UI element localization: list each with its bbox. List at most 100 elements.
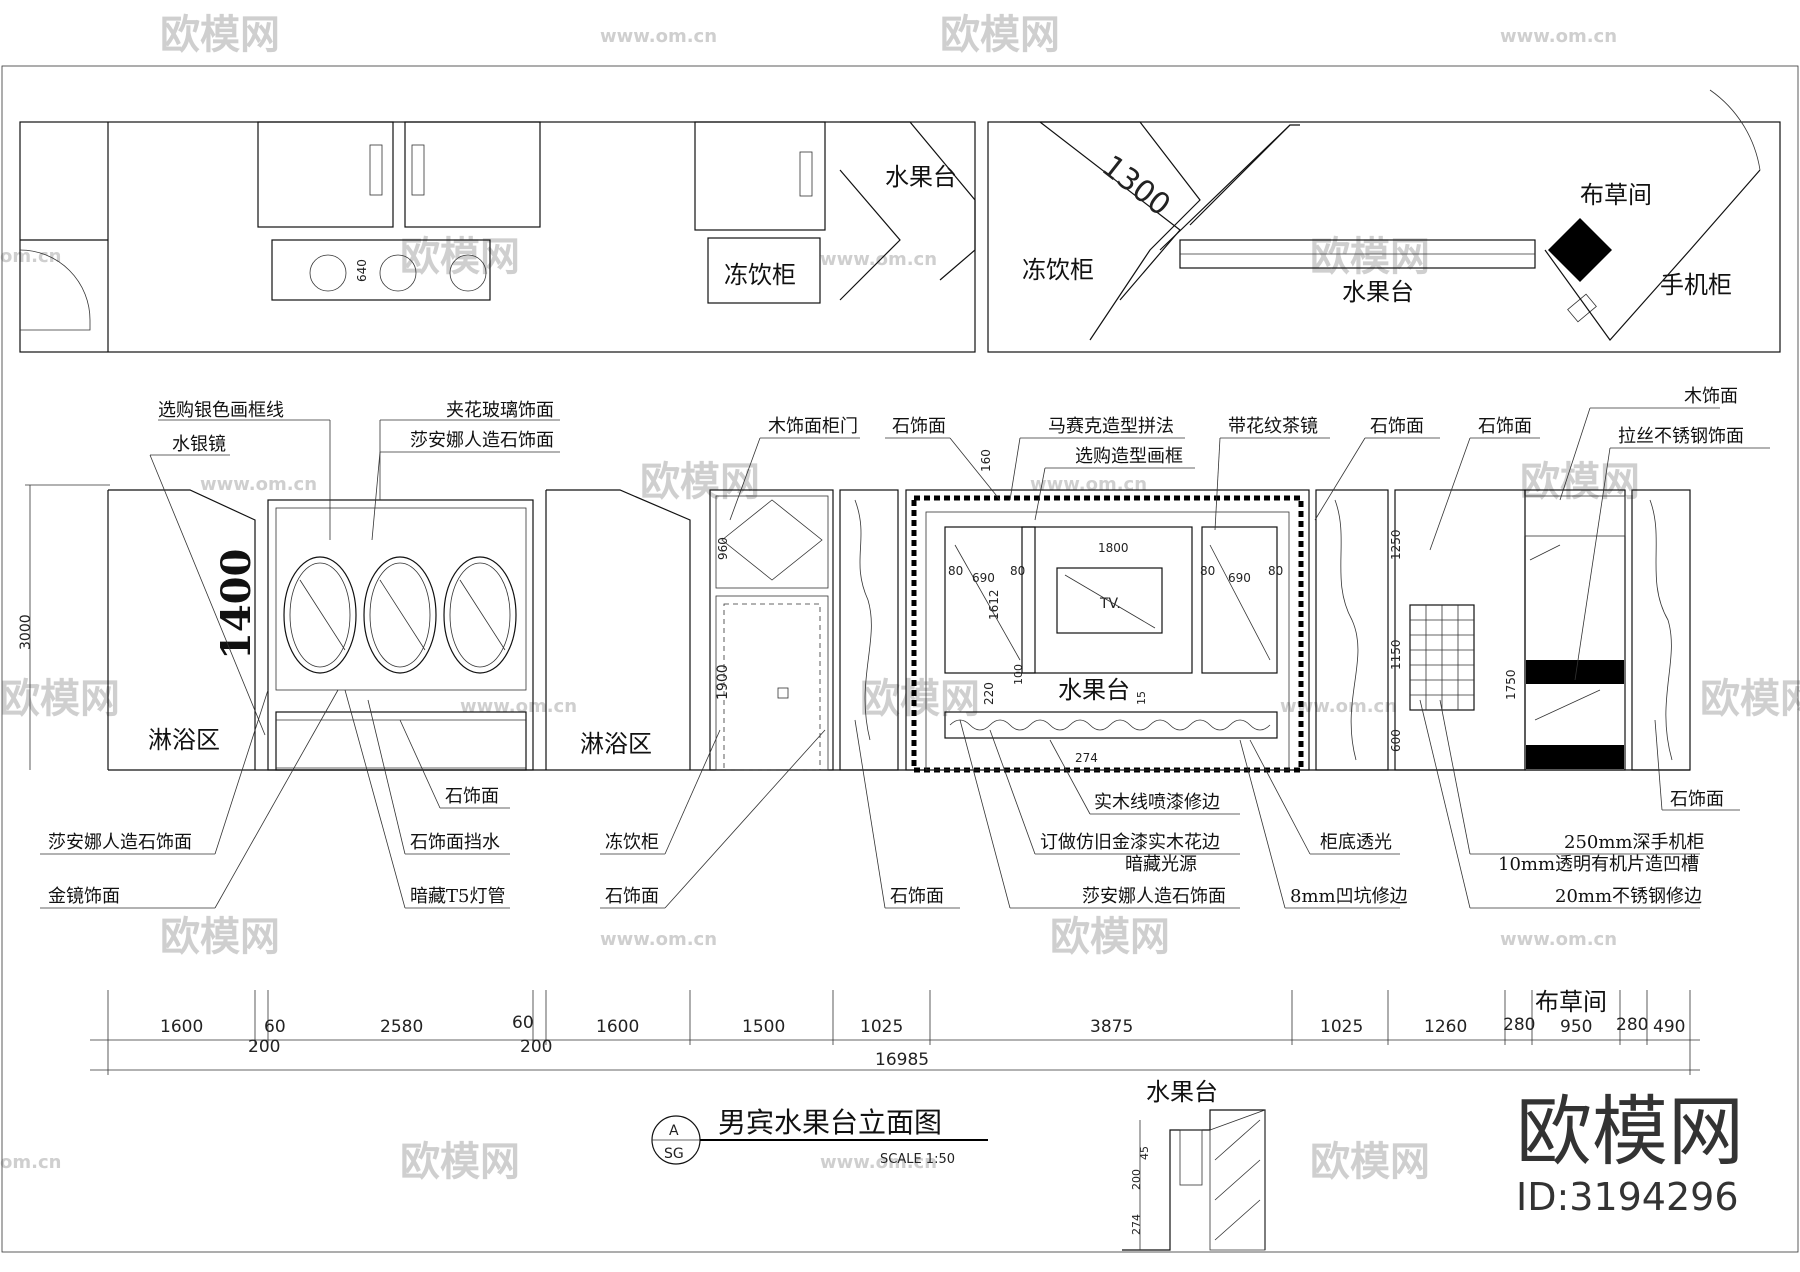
- watermark-site: www.om.cn: [1280, 696, 1397, 717]
- elev-dim-80c: 80: [1200, 564, 1215, 578]
- linen-room-door: [1524, 489, 1626, 771]
- watermark-site: www.om.cn: [1030, 474, 1147, 495]
- callouts-top: 选购银色画框线 夹花玻璃饰面 水银镜 莎安娜人造石饰面 木饰面柜门 石饰面 马赛…: [149, 386, 1770, 736]
- watermark-site: www.om.cn: [820, 249, 937, 270]
- elev-dim-1400: 1400: [213, 549, 260, 660]
- callout-wood-trim-paint: 实木线喷漆修边: [1094, 792, 1220, 813]
- plan-view-right: 1300 冻饮柜 水果台 布草间 手机柜: [987, 89, 1781, 353]
- watermark-site: www.om.cn: [1500, 26, 1617, 47]
- dim-seg-60b: 60: [512, 1013, 534, 1033]
- brand-logo: 欧模网: [1516, 1087, 1744, 1176]
- callout-saanna-b1: 莎安娜人造石饰面: [48, 832, 192, 853]
- dim-seg-60a: 60: [264, 1017, 286, 1037]
- phone-cabinet-wall: [1394, 489, 1526, 771]
- watermark-site: www.om.cn: [1500, 929, 1617, 950]
- sheet-border: [1, 65, 1799, 1253]
- watermark-brand: 欧模网: [160, 914, 280, 960]
- callout-wood-cabinet-door: 木饰面柜门: [768, 416, 858, 437]
- dim-seg-950: 950: [1560, 1017, 1592, 1037]
- plan-label-fruit-table-2: 水果台: [1342, 278, 1414, 306]
- elev-shower-zone-left: 淋浴区: [148, 726, 220, 754]
- watermark-brand: 欧模网: [160, 12, 280, 58]
- callout-silver-frame-line: 选购银色画框线: [158, 400, 284, 421]
- dimension-chain: 1600 60 2580 60 1600 1500 1025 3875 1025…: [90, 988, 1700, 1075]
- callout-mercury-mirror: 水银镜: [172, 434, 226, 455]
- watermark-layer: 欧模网 欧模网 www.om.cn www.om.cn 欧模网 欧模网 om.c…: [0, 12, 1800, 1185]
- dim-seg-280b: 280: [1616, 1015, 1648, 1035]
- plan-dim-1300: 1300: [1095, 149, 1177, 224]
- callout-phone-cabinet-depth: 250mm深手机柜: [1564, 832, 1705, 853]
- elev-dim-960: 960: [716, 537, 730, 560]
- watermark-brand: 欧模网: [860, 676, 980, 722]
- elev-dim-80a: 80: [948, 564, 963, 578]
- callout-tea-mirror: 带花纹茶镜: [1228, 416, 1318, 437]
- elev-fruit-table-label: 水果台: [1058, 676, 1130, 704]
- callout-gold-mirror: 金镜饰面: [48, 886, 120, 907]
- callout-laminated-glass: 夹花玻璃饰面: [446, 400, 554, 421]
- plan-view-left: 640 水果台 冻饮柜: [19, 121, 976, 353]
- watermark-brand: 欧模网: [1310, 234, 1430, 280]
- elev-tv-label: TV.: [1099, 596, 1121, 612]
- callouts-bottom: 石饰面 莎安娜人造石饰面 石饰面挡水 冻饮柜 金镜饰面 暗藏T5灯管 石饰面 石…: [40, 689, 1740, 909]
- dim-seg-1260: 1260: [1424, 1017, 1467, 1037]
- dim-seg-2580: 2580: [380, 1017, 423, 1037]
- section-detail: 水果台 45 200 274: [1122, 1078, 1266, 1251]
- watermark-brand: 欧模网: [1050, 914, 1170, 960]
- watermark-site: www.om.cn: [460, 696, 577, 717]
- elev-shower-zone-right: 淋浴区: [580, 730, 652, 758]
- watermark-brand: 欧模网: [640, 459, 760, 505]
- plan-label-phone-cabinet: 手机柜: [1660, 271, 1732, 299]
- watermark-brand: 欧模网: [940, 12, 1060, 58]
- elev-dim-220: 220: [982, 682, 996, 705]
- elev-dim-1150: 1150: [1389, 639, 1403, 670]
- elev-dim-15: 15: [1135, 691, 1148, 705]
- title-ref-bottom: SG: [664, 1146, 684, 1162]
- dim-seg-280a: 280: [1503, 1015, 1535, 1035]
- elev-dim-3000: 3000: [18, 614, 34, 650]
- watermark-site: om.cn: [0, 1152, 61, 1173]
- plan-dim-640: 640: [355, 259, 369, 282]
- brand-id: ID:3194296: [1516, 1175, 1739, 1219]
- callout-fridge-b: 冻饮柜: [605, 832, 659, 853]
- watermark-site: om.cn: [0, 246, 61, 267]
- plan-label-fridge: 冻饮柜: [724, 261, 796, 289]
- watermark-brand: 欧模网: [0, 676, 120, 722]
- callout-cabinet-underlight: 柜底透光: [1320, 832, 1392, 853]
- callout-steel-edge: 20mm不锈钢修边: [1555, 886, 1702, 907]
- dim-linen-room-label: 布草间: [1535, 988, 1607, 1016]
- elev-dim-160: 160: [979, 449, 993, 472]
- plan-label-linen-room: 布草间: [1580, 181, 1652, 209]
- dim-total: 16985: [875, 1050, 929, 1070]
- callout-stone-3: 石饰面: [1478, 416, 1532, 437]
- watermark-brand: 欧模网: [1520, 459, 1640, 505]
- callout-stone-b3: 石饰面: [890, 886, 944, 907]
- callout-wood-finish: 木饰面: [1684, 386, 1738, 407]
- plan-column-marker: [1548, 218, 1612, 282]
- watermark-site: www.om.cn: [200, 474, 317, 495]
- elev-dim-1800: 1800: [1098, 541, 1129, 555]
- elev-dim-690b: 690: [1228, 571, 1251, 585]
- callout-picture-frame: 选购造型画框: [1075, 446, 1183, 467]
- drawing-title: 男宾水果台立面图: [718, 1106, 942, 1139]
- elev-dim-690a: 690: [972, 571, 995, 585]
- watermark-brand: 欧模网: [1700, 676, 1800, 722]
- dim-sub-200a: 200: [248, 1037, 280, 1057]
- fridge-cabinet: [709, 489, 834, 771]
- elev-dim-1250: 1250: [1389, 529, 1403, 560]
- callout-t5-light: 暗藏T5灯管: [410, 886, 505, 907]
- section-dim-45: 45: [1138, 1146, 1151, 1160]
- elev-dim-600: 600: [1389, 729, 1403, 752]
- callout-stone-2: 石饰面: [1370, 416, 1424, 437]
- stone-panel: [839, 489, 899, 771]
- dim-sub-200b: 200: [520, 1037, 552, 1057]
- watermark-brand: 欧模网: [400, 1139, 520, 1185]
- elev-dim-80b: 80: [1010, 564, 1025, 578]
- elev-dim-1750: 1750: [1504, 669, 1518, 700]
- section-label: 水果台: [1146, 1078, 1218, 1106]
- section-dim-200: 200: [1130, 1169, 1143, 1190]
- watermark-site: www.om.cn: [600, 26, 717, 47]
- callout-stone-b1: 石饰面: [445, 786, 499, 807]
- callout-stone-splash: 石饰面挡水: [410, 832, 500, 853]
- elev-dim-1612: 1612: [987, 589, 1001, 620]
